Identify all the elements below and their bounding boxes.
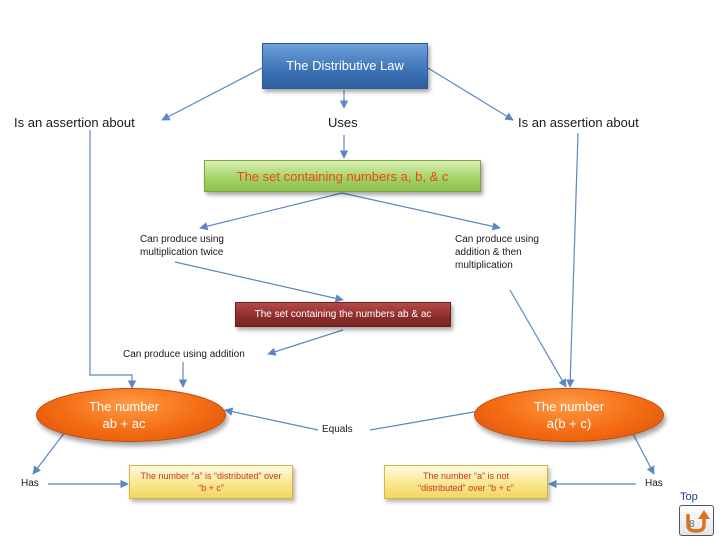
arrow-set-to-add-mult bbox=[341, 192, 501, 231]
node-number-a-b-plus-c: The number a(b + c) bbox=[474, 388, 664, 442]
label-has-left: Has bbox=[21, 478, 39, 489]
label-equals: Equals bbox=[322, 424, 353, 435]
node-set-ab-ac: The set containing the numbers ab & ac bbox=[235, 302, 451, 327]
node-number-ab-plus-ac: The number ab + ac bbox=[36, 388, 226, 442]
arrow-add-mult-to-oval-right bbox=[509, 289, 567, 388]
label-assertion-right: Is an assertion about bbox=[518, 115, 639, 130]
arrow-assertion-left-to-oval bbox=[89, 130, 137, 389]
arrow-mult-twice-to-set-ab-ac bbox=[174, 261, 344, 303]
label-mult-twice: Can produce using multiplication twice bbox=[140, 234, 224, 258]
page-number: 8 bbox=[689, 519, 695, 530]
top-nav-label: Top bbox=[680, 491, 698, 503]
node-not-distributed: The number “a” is not “distributed” over… bbox=[384, 465, 548, 499]
arrow-equals-to-right bbox=[369, 407, 486, 431]
top-nav-button[interactable]: Top bbox=[676, 490, 716, 536]
node-set-abc: The set containing numbers a, b, & c bbox=[204, 160, 481, 192]
label-add-then-mult: Can produce using addition & then multip… bbox=[455, 234, 539, 271]
node-distributive-law: The Distributive Law bbox=[262, 43, 428, 89]
label-has-right: Has bbox=[645, 478, 663, 489]
arrow-oval-right-to-has bbox=[629, 427, 655, 475]
label-using-addition: Can produce using addition bbox=[123, 349, 245, 360]
arrow-law-to-assertion-right bbox=[427, 67, 514, 121]
return-up-icon[interactable] bbox=[679, 505, 714, 536]
arrow-assertion-right-to-oval bbox=[566, 132, 579, 388]
label-uses: Uses bbox=[328, 115, 358, 130]
arrow-law-to-assertion-left bbox=[161, 67, 263, 121]
label-assertion-left: Is an assertion about bbox=[14, 115, 135, 130]
arrow-equals-to-left bbox=[224, 407, 319, 431]
arrow-set-ab-ac-to-addition bbox=[267, 329, 344, 356]
arrow-set-to-mult-twice bbox=[199, 192, 343, 231]
node-distributed: The number “a” is “distributed” over “b … bbox=[129, 465, 293, 499]
arrow-oval-left-to-has bbox=[32, 427, 69, 475]
